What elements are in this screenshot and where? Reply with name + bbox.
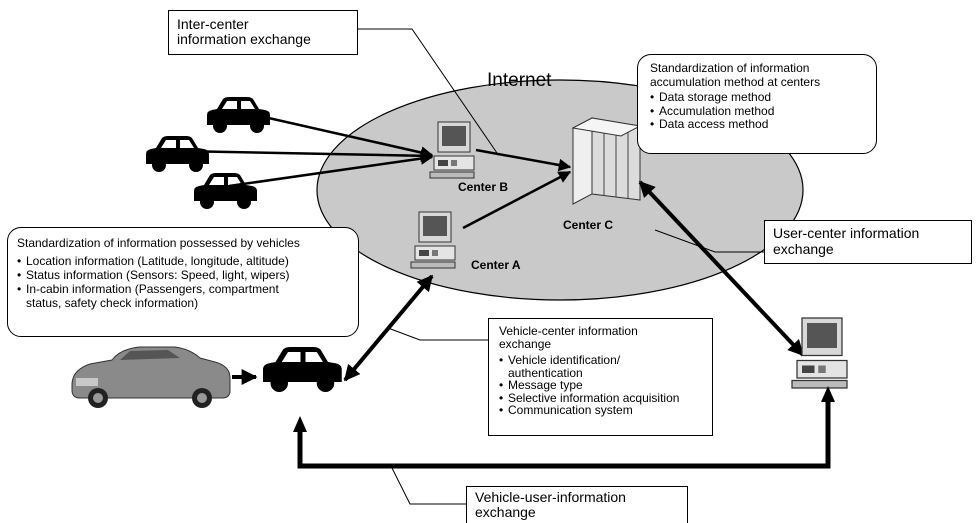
vehicle-standard-continuation: status, safety check information) <box>26 296 199 310</box>
center-standard-item: Data storage method <box>650 90 864 105</box>
center-standard-title-line2: accumulation method at centers <box>650 74 821 89</box>
center-c-server-icon <box>571 117 642 205</box>
vehicle-center-box: Vehicle-center information exchange Vehi… <box>488 318 713 436</box>
center-standard-title-line1: Standardization of information <box>650 61 810 75</box>
center-a-label: Center A <box>471 258 521 272</box>
center-c-label: Center C <box>563 218 614 232</box>
vehicle-center-item: Selective information acquisition <box>499 391 702 405</box>
vehicle-center-title-line1: Vehicle-center information <box>499 324 638 338</box>
user-center-line1: User-center information <box>773 225 920 241</box>
inter-center-title-line2: information exchange <box>177 31 311 47</box>
center-standardization-box: Standardization of information accumulat… <box>637 54 877 154</box>
car-photo <box>71 346 231 408</box>
vehicle-standard-title: Standardization of information possessed… <box>17 236 300 250</box>
vehicle-center-item1-line2: authentication <box>508 365 583 380</box>
user-center-line2: exchange <box>773 241 834 257</box>
vehicle-center-item: Communication system <box>499 404 702 417</box>
vehicle-user-line2: exchange <box>475 504 536 520</box>
vehicle-icon-2 <box>146 136 209 172</box>
vehicle-standard-item: Location information (Latitude, longitud… <box>17 254 349 268</box>
vehicle-center-item: Message type <box>499 379 702 392</box>
inter-center-title-line1: Inter-center <box>177 16 249 32</box>
vehicle-user-box: Vehicle-user-information exchange <box>466 486 688 523</box>
vehicle-center-item: Vehicle identification/ authentication <box>499 354 702 379</box>
vehicle-standard-item: In-cabin information (Passengers, compar… <box>17 282 349 296</box>
vehicle-user-line1: Vehicle-user-information <box>475 489 626 505</box>
vehicle-icon-3 <box>194 173 257 209</box>
vehicle-icon-main <box>263 347 342 392</box>
center-b-label: Center B <box>458 180 509 194</box>
vehicle-standard-item: Status information (Sensors: Speed, ligh… <box>17 268 349 282</box>
internet-label: Internet <box>487 70 552 91</box>
center-standard-item: Accumulation method <box>650 104 864 119</box>
center-standard-item: Data access method <box>650 117 864 132</box>
user-computer-icon <box>791 317 848 389</box>
vehicle-center-item1-line1: Vehicle identification/ <box>508 353 621 367</box>
inter-center-box: Inter-center information exchange <box>168 10 358 55</box>
vehicle-standardization-box: Standardization of information possessed… <box>7 227 359 337</box>
user-center-box: User-center information exchange <box>764 220 972 264</box>
vehicle-center-title-line2: exchange <box>499 336 552 351</box>
